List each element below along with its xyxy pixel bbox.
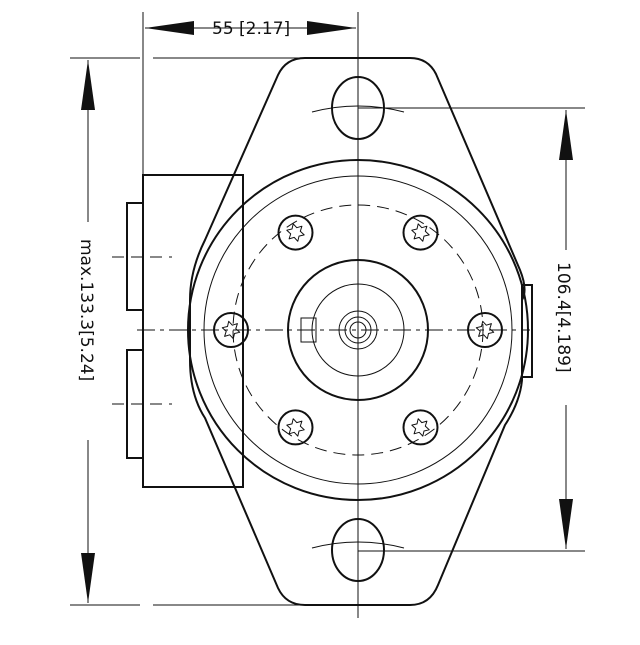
bolt-head-ring <box>402 214 439 251</box>
width-arrow-left <box>145 21 194 35</box>
bolt-head <box>402 409 439 446</box>
bolt-spacing-arrow-top <box>559 110 573 160</box>
bolt-drive-star <box>411 418 430 437</box>
bolt-head <box>277 214 314 251</box>
height-dimension-label: max.133.3[5.24] <box>76 239 96 381</box>
bolt-drive-star <box>475 320 495 340</box>
bolt-head-ring <box>277 409 314 446</box>
bolt-drive-star <box>411 223 430 242</box>
height-arrow-top <box>81 60 95 110</box>
bolt-head <box>402 214 439 251</box>
bolt-drive-star <box>286 223 305 242</box>
bolt-drive-star <box>286 418 305 437</box>
bolt-head-ring <box>277 214 314 251</box>
bolt-spacing-arrow-bottom <box>559 499 573 549</box>
bolt-drive-star <box>221 320 241 340</box>
bolt-spacing-label: 106.4[4.189] <box>553 262 573 373</box>
bolt-head-ring <box>402 409 439 446</box>
width-arrow-right <box>307 21 356 35</box>
housing-body <box>142 174 244 488</box>
mounting-flange-outline <box>189 57 526 606</box>
right-boss <box>521 284 533 378</box>
width-dimension-label: 55 [2.17] <box>212 19 290 39</box>
bolt-head <box>277 409 314 446</box>
height-arrow-bottom <box>81 553 95 603</box>
